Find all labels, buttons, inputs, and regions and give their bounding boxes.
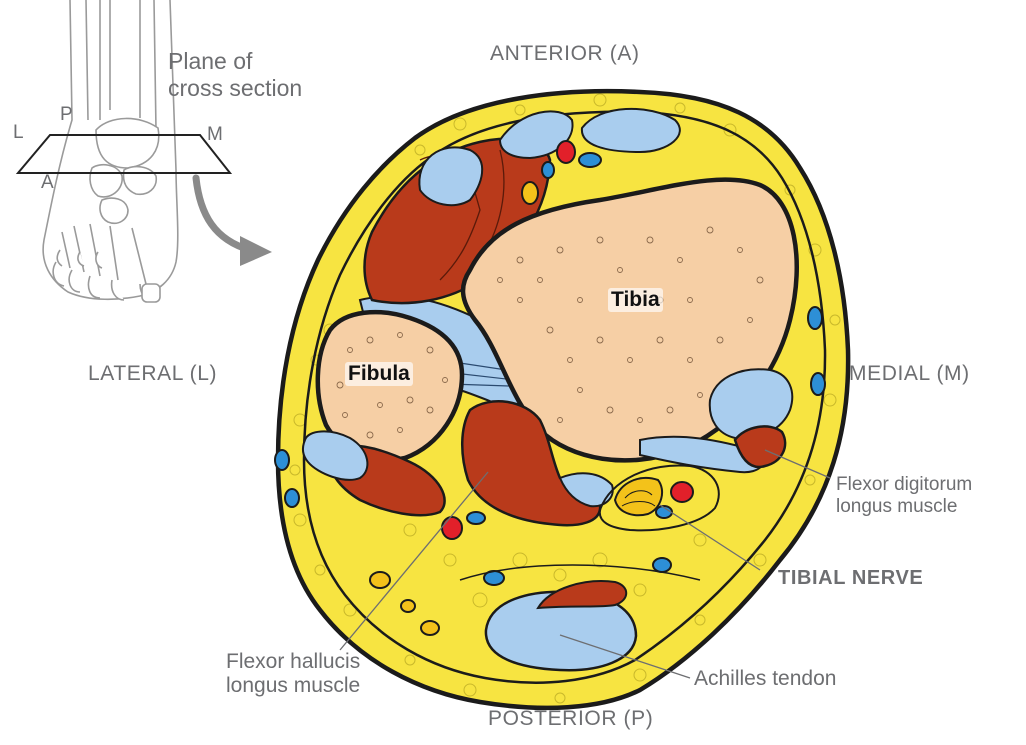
fdl-line2: longus muscle (836, 496, 972, 518)
anterior-vein-2 (542, 162, 554, 178)
lateral-vein-2 (285, 489, 299, 507)
plane-label-line1: Plane of (168, 48, 302, 75)
flexor-digitorum-label: Flexor digitorum longus muscle (836, 474, 972, 518)
flexor-hallucis-label: Flexor hallucis longus muscle (226, 650, 360, 698)
medial-vein-2 (811, 373, 825, 395)
inset-letter-m: M (207, 124, 223, 146)
tibial-nerve-label: TIBIAL NERVE (778, 567, 923, 590)
tibia-label: Tibia (608, 288, 663, 312)
posterior-label: POSTERIOR (P) (488, 707, 653, 731)
peroneal-artery (442, 517, 462, 539)
deep-peroneal-nerve (522, 182, 538, 204)
plane-of-cross-section-label: Plane of cross section (168, 48, 302, 102)
fibula-label: Fibula (345, 362, 413, 386)
peroneal-vein (467, 512, 485, 524)
sural-nerve-2 (401, 600, 415, 612)
sural-nerve-1 (370, 572, 390, 588)
sural-nerve-3 (421, 621, 439, 635)
lateral-vein-1 (275, 450, 289, 470)
inset-letter-l: L (13, 122, 24, 144)
lateral-label: LATERAL (L) (88, 362, 217, 386)
inset-letter-a: A (41, 172, 54, 194)
foot-skeleton-sketch (43, 0, 178, 302)
plane-label-line2: cross section (168, 75, 302, 102)
inset-letter-p: P (60, 104, 73, 126)
posterior-vein (653, 558, 671, 572)
achilles-tendon-label: Achilles tendon (694, 668, 836, 690)
fhl-line1: Flexor hallucis (226, 650, 360, 674)
fdl-line1: Flexor digitorum (836, 474, 972, 496)
medial-vein-1 (808, 307, 822, 329)
medial-label: MEDIAL (M) (849, 362, 970, 386)
fhl-line2: longus muscle (226, 674, 360, 698)
anterior-vein (579, 153, 601, 167)
posterior-tibial-artery (671, 482, 693, 502)
anterior-artery (557, 141, 575, 163)
anterior-label: ANTERIOR (A) (490, 42, 640, 66)
tendon-anterior-3 (582, 109, 680, 152)
arrow-head-icon (240, 236, 272, 266)
